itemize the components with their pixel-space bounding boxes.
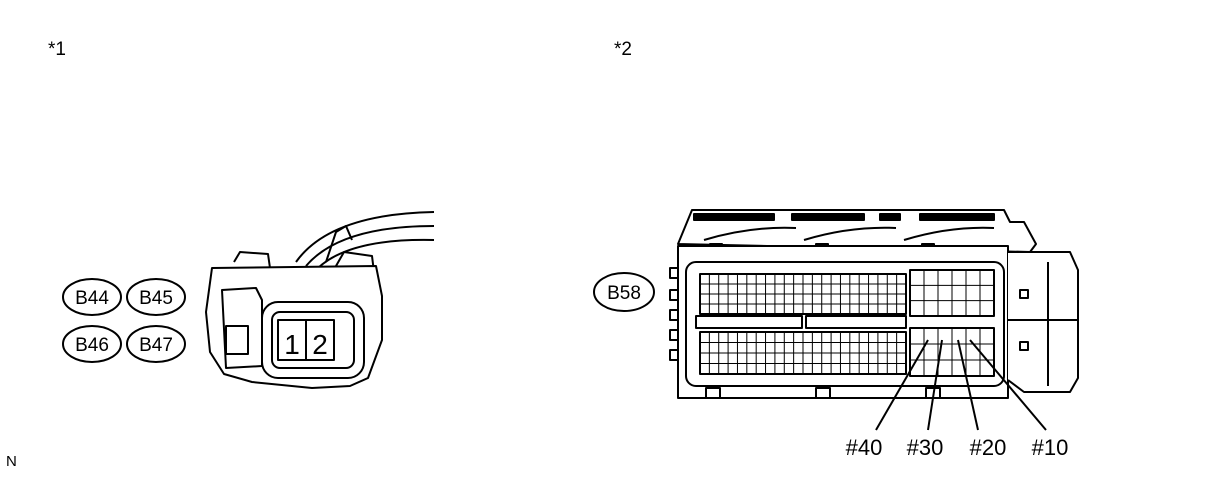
code-badge-b44-label: B44 [75,288,109,309]
divider-bar-left [695,315,803,329]
bottom-tab-1 [705,387,721,399]
code-badge-b58 [593,272,655,312]
connector-1-face-inner [271,311,355,369]
code-badge-b45 [126,278,186,316]
divider-bar-right [805,315,907,329]
lever-dot-lower [1019,341,1029,351]
side-nub-5 [669,349,679,361]
side-nub-2 [669,289,679,301]
leader-pin-10 [969,339,1047,431]
panel-1-marker: *1 [48,39,66,60]
connector-2-drawing [669,209,1079,431]
pin-label-10: #10 [1032,435,1069,460]
pin-label-40: #40 [846,435,883,460]
bottom-tab-2 [815,387,831,399]
footer-code: N [6,453,17,470]
code-badge-b58-label: B58 [607,283,641,304]
shroud-rib-2 [791,213,865,221]
leader-pin-20 [957,339,979,431]
side-nub-1 [669,267,679,279]
shroud-rib-1 [693,213,775,221]
code-badge-b45-label: B45 [139,288,173,309]
shroud-rib-3 [879,213,901,221]
wire-1 [295,211,435,263]
pin-label-20: #20 [970,435,1007,460]
wire-clip [325,225,353,263]
shroud-rib-4 [919,213,995,221]
pin-cell-2 [305,319,335,361]
shroud-curve-3 [903,226,995,241]
code-badge-b46-label: B46 [75,335,109,356]
pin-grid-lines [700,270,994,376]
connector-1-code-badges: B44 B45 B46 B47 [62,278,186,363]
side-nub-3 [669,309,679,321]
connector-2-housing [677,245,1009,399]
shroud-curve-1 [703,226,797,241]
wire-2 [305,225,435,267]
leader-pin-30 [927,339,943,431]
connector-2-lever [1007,251,1079,393]
code-badge-b47-label: B47 [139,335,173,356]
pin-number-2: 2 [312,329,328,360]
connector-2-face [685,261,1005,387]
code-badge-b46 [62,325,122,363]
leader-pin-40 [875,339,929,431]
shroud-curve-2 [803,226,897,241]
pin-number-1: 1 [284,329,300,360]
connector-1-lock-tab [225,325,249,355]
side-nub-4 [669,329,679,341]
code-badge-b44 [62,278,122,316]
pin-label-30: #30 [907,435,944,460]
lever-dot-upper [1019,289,1029,299]
panel-2-marker: *2 [614,39,632,60]
connector-1-drawing [205,211,435,389]
code-badge-b47 [126,325,186,363]
latch-left [233,251,271,269]
